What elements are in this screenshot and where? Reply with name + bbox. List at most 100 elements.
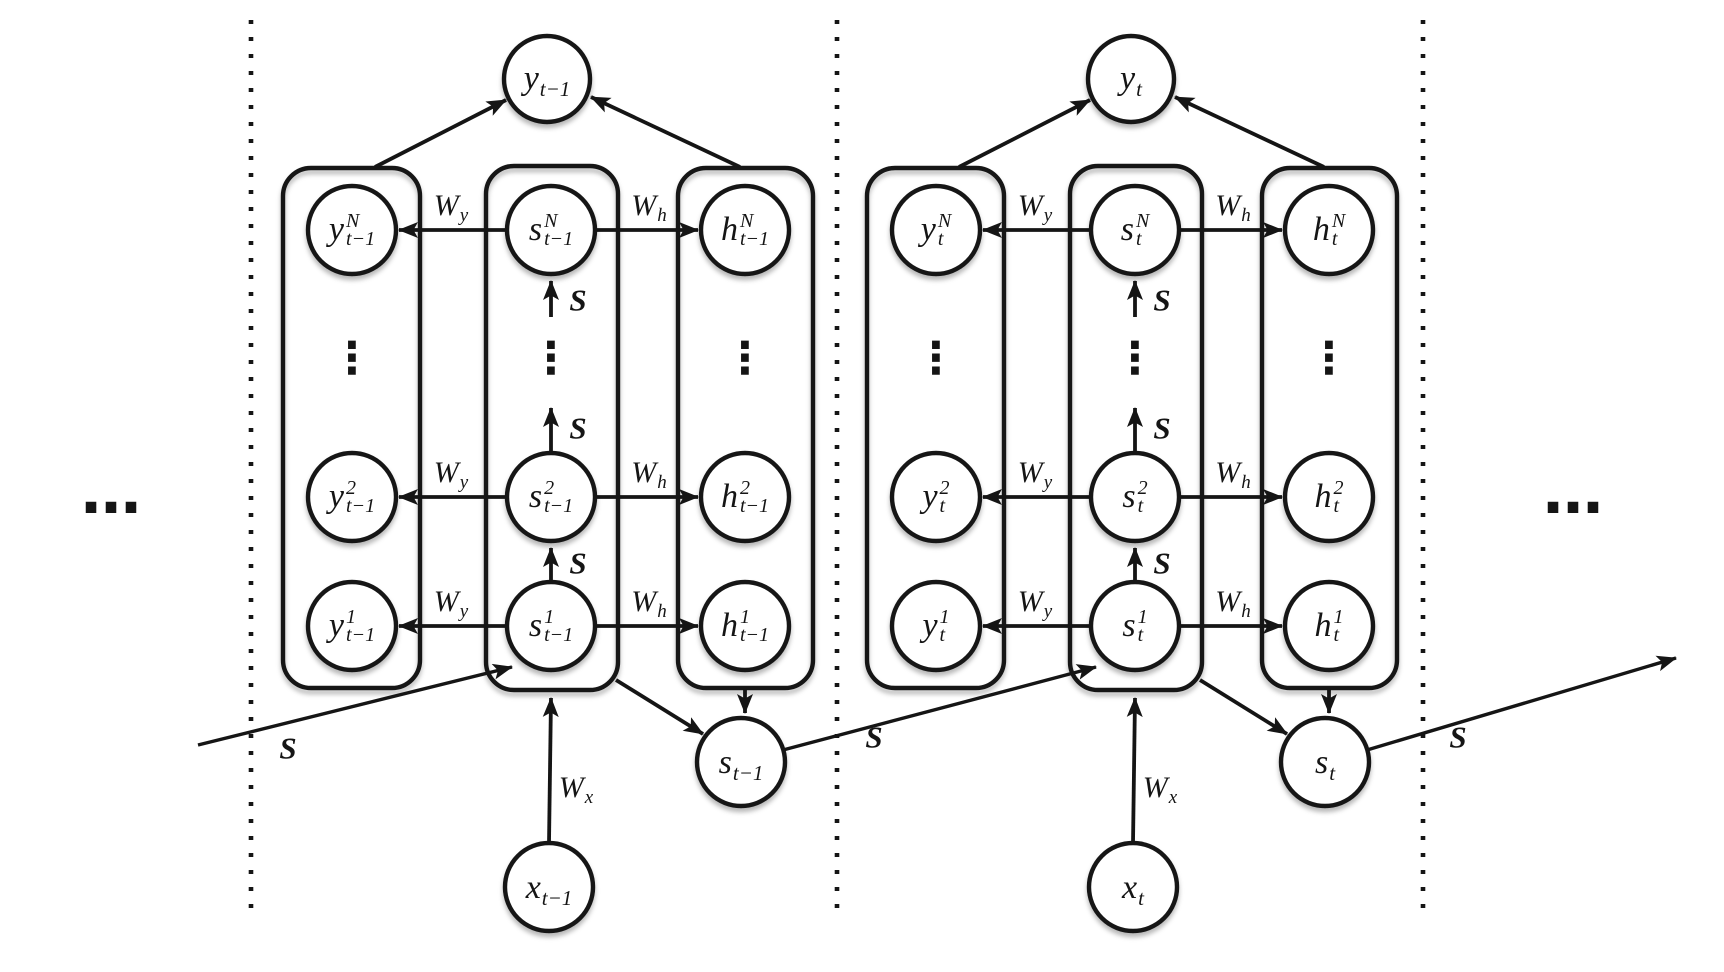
sup-text: 2 — [739, 477, 750, 499]
base-text: h — [720, 478, 738, 515]
base-text: h — [720, 211, 738, 248]
recurrence-s-label: S — [1153, 285, 1170, 316]
arrow-recurrence-t-1-to-t — [782, 664, 1097, 752]
base-text: W — [631, 585, 657, 618]
node-circle-input — [502, 840, 596, 934]
base-text: S — [569, 410, 587, 446]
recurrence-s-label: S — [569, 413, 586, 444]
sup-text: 1 — [939, 606, 950, 628]
node-circle-hidden-layer — [1282, 183, 1376, 277]
node-circle-hidden-layer — [698, 579, 792, 673]
base-text: s — [528, 478, 543, 515]
base-text: W — [1215, 456, 1241, 489]
base-text: S — [1153, 410, 1171, 446]
sup-text: 1 — [739, 606, 750, 628]
column-ellipsis-outputs: ⋮ — [330, 333, 374, 384]
sub-text: t — [1135, 228, 1142, 250]
sup-text: N — [739, 210, 754, 232]
base-text: W — [433, 585, 459, 618]
subinline-text: h — [657, 471, 667, 493]
sup-text: 1 — [544, 606, 555, 628]
sub-text: t−1 — [544, 495, 574, 517]
base-text: s — [528, 211, 543, 248]
sup-text: N — [1331, 210, 1346, 232]
base-text: W — [433, 189, 459, 222]
base-text: W — [1017, 456, 1043, 489]
sub-text: t−1 — [346, 228, 376, 250]
arrow-hidden-box-to-final — [1174, 95, 1325, 169]
base-text: S — [569, 545, 587, 581]
subinline-text: h — [657, 600, 667, 622]
subinline-text: t−1 — [539, 76, 571, 101]
base-text: W — [1215, 189, 1241, 222]
base-text: h — [1312, 211, 1330, 248]
sup-text: 1 — [1137, 606, 1148, 628]
node-circle-output-layer — [305, 579, 399, 673]
node-circle-state-layer — [504, 183, 598, 277]
node-circle-output-layer — [889, 450, 983, 544]
base-text: y — [922, 478, 938, 515]
subinline-text: y — [459, 204, 469, 226]
sup-text: 2 — [346, 477, 357, 499]
sup-text: 1 — [1333, 606, 1344, 628]
recurrence-s-label: S — [1153, 548, 1170, 579]
base-text: W — [631, 456, 657, 489]
base-text: s — [1122, 478, 1136, 515]
base-text: W — [1215, 585, 1241, 618]
subinline-text: y — [1043, 204, 1053, 226]
base-text: y — [328, 478, 345, 515]
base-text: W — [631, 189, 657, 222]
node-circle-output-layer — [889, 579, 983, 673]
subinline-text: t — [1138, 885, 1144, 910]
recurrence-s-label: S — [569, 285, 586, 316]
subinline-text: t−1 — [732, 760, 764, 785]
subinline-text: x — [584, 786, 594, 808]
sub-text: t — [939, 495, 946, 517]
column-ellipsis-hidden: ⋮ — [723, 333, 767, 384]
node-circle-state-layer — [1088, 579, 1182, 673]
sup-text: 1 — [346, 606, 357, 628]
base-text: W — [558, 771, 584, 804]
sub-text: t — [1333, 624, 1340, 646]
arrow-statebox-to-recurrent — [1198, 678, 1289, 736]
sup-text: N — [544, 210, 558, 232]
node-circle-output-layer — [305, 183, 399, 277]
column-ellipsis-states: ⋮ — [529, 333, 573, 384]
node-circle-input — [1086, 840, 1180, 934]
recurrence-s-label: S — [1449, 722, 1466, 753]
arrow-recurrence-incoming — [197, 663, 513, 747]
base-text: W — [1142, 771, 1168, 804]
base-text: s — [1120, 211, 1134, 248]
recurrence-s-label: S — [569, 548, 586, 579]
node-circle-state-layer — [1088, 183, 1182, 277]
base-text: y — [922, 607, 938, 644]
sub-text: t−1 — [346, 495, 376, 517]
subinline-text: y — [1043, 600, 1053, 622]
